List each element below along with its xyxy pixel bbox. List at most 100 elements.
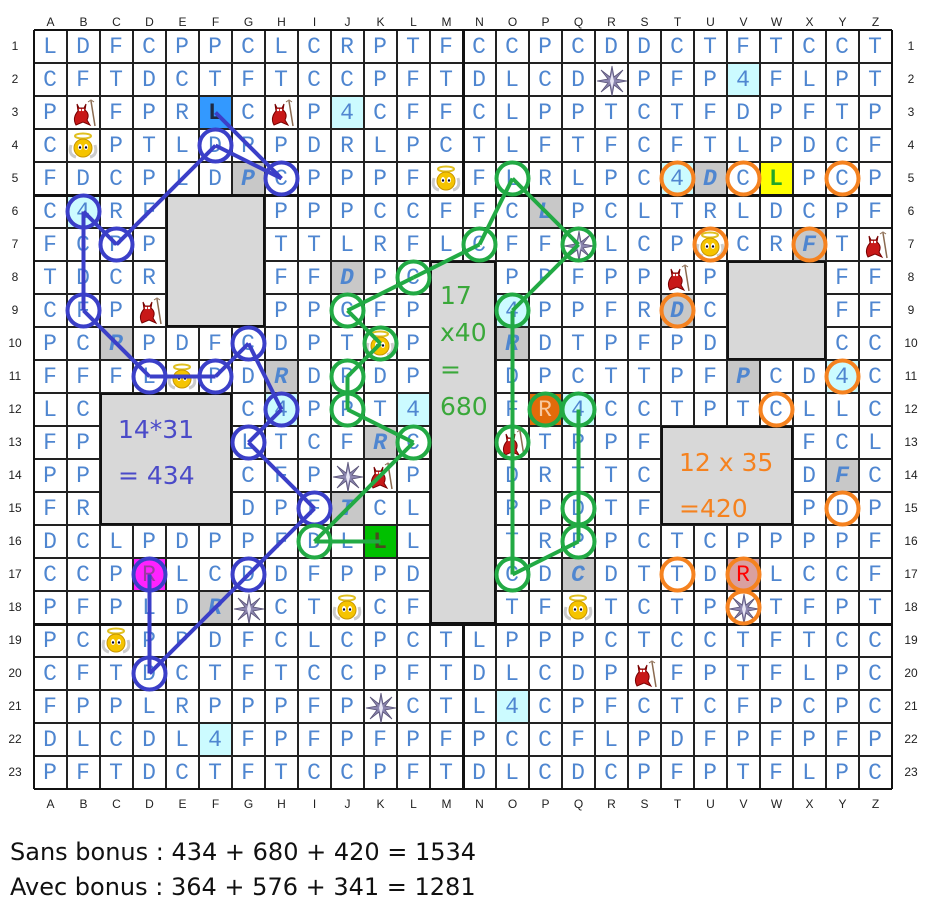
grid-cell: C bbox=[693, 689, 727, 723]
grid-cell: P bbox=[165, 29, 199, 63]
grid-cell: T bbox=[594, 95, 628, 129]
grid-cell: P bbox=[759, 95, 793, 129]
grid-cell: L bbox=[33, 29, 67, 63]
grid-cell: P bbox=[33, 623, 67, 657]
grid-cell: P bbox=[528, 293, 562, 327]
grid-cell: P bbox=[627, 722, 661, 756]
grid-cell: C bbox=[33, 557, 67, 591]
grid-cell: P bbox=[495, 260, 529, 294]
grid-cell: 4 bbox=[330, 95, 364, 129]
grid-cell: P bbox=[858, 161, 892, 195]
grid-cell: C bbox=[495, 557, 529, 591]
grid-cell: F bbox=[99, 359, 133, 393]
grid-cell: P bbox=[132, 326, 166, 360]
grid-cell bbox=[363, 458, 397, 492]
grid-cell: P bbox=[330, 161, 364, 195]
grid-cell: F bbox=[396, 62, 430, 96]
grid-cell: D bbox=[792, 359, 826, 393]
grid-cell: C bbox=[297, 656, 331, 690]
grid-cell: T bbox=[594, 590, 628, 624]
grid-cell: F bbox=[33, 491, 67, 525]
grid-cell: T bbox=[693, 29, 727, 63]
grid-cell: C bbox=[858, 755, 892, 789]
grid-cell: C bbox=[66, 557, 100, 591]
grid-cell: T bbox=[561, 458, 595, 492]
row-number-left: 3 bbox=[11, 105, 19, 119]
grid-cell: D bbox=[66, 260, 100, 294]
grid-cell: L bbox=[165, 557, 199, 591]
grid-cell: C bbox=[396, 623, 430, 657]
grid-cell: T bbox=[660, 524, 694, 558]
grid-cell bbox=[495, 425, 529, 459]
grid-cell: P bbox=[363, 623, 397, 657]
grid-cell bbox=[561, 227, 595, 261]
grid-cell: T bbox=[759, 590, 793, 624]
column-header-top: Q bbox=[573, 15, 584, 29]
grid-cell: P bbox=[99, 293, 133, 327]
grid-cell: F bbox=[627, 491, 661, 525]
grid-cell: 4 bbox=[396, 392, 430, 426]
column-header-bottom: Y bbox=[838, 797, 847, 811]
grid-cell: L bbox=[759, 557, 793, 591]
grid-cell: P bbox=[528, 491, 562, 525]
grid-cell: R bbox=[330, 128, 364, 162]
column-header-bottom: S bbox=[640, 797, 649, 811]
row-number-right: 20 bbox=[904, 666, 918, 680]
grid-cell: F bbox=[660, 128, 694, 162]
grid-cell: P bbox=[33, 458, 67, 492]
grid-cell: C bbox=[99, 161, 133, 195]
row-number-left: 5 bbox=[11, 171, 19, 185]
grid-cell: R bbox=[759, 227, 793, 261]
grid-cell: F bbox=[858, 524, 892, 558]
grid-cell: C bbox=[660, 29, 694, 63]
grid-cell: T bbox=[660, 557, 694, 591]
grid-cell: C bbox=[165, 62, 199, 96]
grid-cell: F bbox=[825, 458, 859, 492]
row-number-left: 17 bbox=[8, 567, 22, 581]
grid-cell: T bbox=[726, 392, 760, 426]
grid-cell bbox=[858, 227, 892, 261]
grid-cell: F bbox=[561, 722, 595, 756]
grid-cell: C bbox=[825, 623, 859, 657]
angel-icon bbox=[563, 593, 593, 623]
grid-cell: C bbox=[627, 689, 661, 723]
grid-cell: P bbox=[396, 293, 430, 327]
grid-cell: F bbox=[66, 755, 100, 789]
grid-cell: T bbox=[858, 590, 892, 624]
grid-cell: C bbox=[627, 227, 661, 261]
grid-cell: C bbox=[528, 722, 562, 756]
region-score-label: =420 bbox=[679, 494, 748, 523]
grid-cell: P bbox=[627, 260, 661, 294]
grid-cell: C bbox=[264, 623, 298, 657]
grid-cell: F bbox=[297, 689, 331, 723]
grid-cell: P bbox=[528, 95, 562, 129]
grid-cell: T bbox=[264, 62, 298, 96]
grid-cell: P bbox=[33, 95, 67, 129]
grid-cell: C bbox=[330, 755, 364, 789]
grid-cell: P bbox=[561, 425, 595, 459]
grid-cell: F bbox=[858, 293, 892, 327]
grid-cell: L bbox=[132, 359, 166, 393]
grid-cell: 4 bbox=[495, 689, 529, 723]
grid-cell: F bbox=[528, 128, 562, 162]
row-number-left: 7 bbox=[11, 237, 19, 251]
grid-cell: P bbox=[594, 161, 628, 195]
region-score-label: 17 bbox=[440, 281, 472, 310]
grid-cell: F bbox=[231, 656, 265, 690]
grid-cell: P bbox=[363, 755, 397, 789]
column-header-top: O bbox=[507, 15, 518, 29]
grid-cell: F bbox=[33, 425, 67, 459]
grid-cell: P bbox=[99, 128, 133, 162]
grid-cell: C bbox=[495, 194, 529, 228]
row-number-right: 13 bbox=[904, 435, 918, 449]
grid-cell: F bbox=[297, 722, 331, 756]
grid-cell: P bbox=[825, 656, 859, 690]
row-number-left: 22 bbox=[8, 732, 22, 746]
grid-cell: L bbox=[462, 623, 496, 657]
grid-cell bbox=[231, 590, 265, 624]
grid-cell: P bbox=[330, 392, 364, 426]
grid-cell: D bbox=[132, 656, 166, 690]
grid-cell: P bbox=[297, 392, 331, 426]
grid-cell: P bbox=[528, 623, 562, 657]
column-header-top: G bbox=[243, 15, 254, 29]
